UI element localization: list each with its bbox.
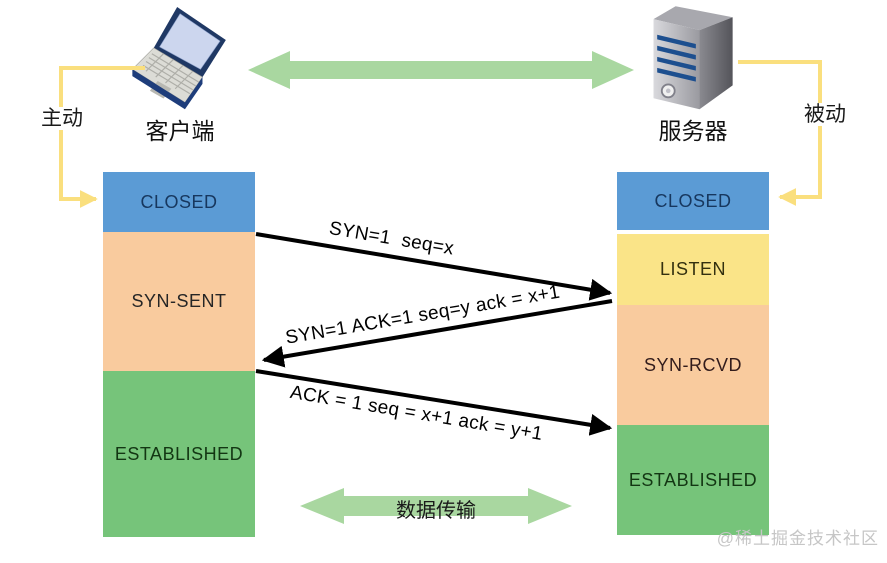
ack-message-label: ACK = 1 seq = x+1 ack = y+1: [288, 382, 545, 445]
keyboard-keys: [142, 53, 199, 95]
server-stripes: [657, 34, 696, 82]
client-state-syn-sent: SYN-SENT: [103, 232, 255, 371]
passive-open-label: 被动: [801, 103, 849, 127]
server-state-closed: CLOSED: [617, 172, 769, 230]
laptop-icon: [131, 6, 226, 110]
server-state-listen-label: LISTEN: [659, 259, 727, 279]
client-label: 客户端: [145, 118, 215, 144]
syn-message-label: SYN=1 seq=x: [327, 218, 456, 260]
server-state-column: CLOSED LISTEN SYN-RCVD ESTABLISHED: [617, 0, 769, 535]
data-transfer-label: 数据传输: [396, 500, 476, 522]
network-link-arrow: [248, 51, 634, 89]
server-state-established: ESTABLISHED: [617, 425, 769, 535]
client-state-established-label: ESTABLISHED: [114, 443, 244, 464]
active-open-label: 主动: [38, 107, 86, 131]
server-icon: [653, 6, 733, 110]
client-state-syn-sent-label: SYN-SENT: [131, 291, 227, 311]
client-state-established: ESTABLISHED: [103, 371, 255, 537]
server-state-syn-rcvd: SYN-RCVD: [617, 305, 769, 425]
server-label: 服务器: [658, 118, 728, 144]
server-state-listen: LISTEN: [617, 234, 769, 305]
server-state-established-label: ESTABLISHED: [628, 469, 758, 490]
server-state-closed-label: CLOSED: [654, 190, 732, 211]
client-state-closed: CLOSED: [103, 172, 255, 232]
syn-ack-message-label: SYN=1 ACK=1 seq=y ack = x+1: [284, 281, 562, 349]
server-state-syn-rcvd-label: SYN-RCVD: [643, 354, 742, 375]
client-state-closed-label: CLOSED: [140, 191, 218, 212]
client-state-column: CLOSED SYN-SENT ESTABLISHED: [103, 0, 255, 537]
watermark: @稀土掘金技术社区: [716, 529, 879, 548]
